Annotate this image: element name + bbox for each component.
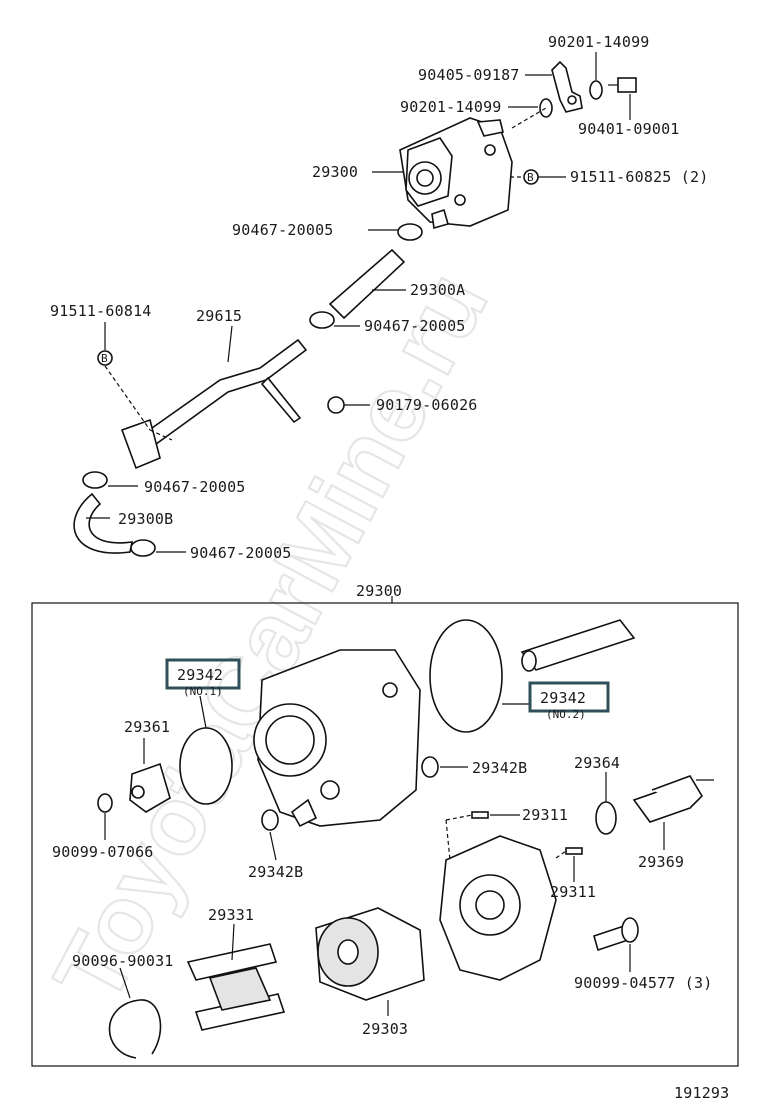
marker-b-left: B [97,350,113,366]
label-90405: 90405-09187 [418,66,520,84]
end-cover-plate [439,835,557,981]
clamp-90467-d [130,539,156,557]
label-29364: 29364 [574,754,620,772]
sensor-29369 [632,775,714,823]
marker-b-right: B [523,169,539,185]
label-90467-b: 90467-20005 [364,317,466,335]
washer-90201-top [589,80,603,100]
drive-shaft [520,619,636,672]
highlight-29342-no2[interactable] [528,681,610,713]
highlight-29342-no1[interactable] [165,658,241,690]
vanes-29331 [186,943,286,1031]
label-29300B: 29300B [118,510,173,528]
o-ring-29342B-left [261,809,279,831]
label-29342-no1-sub: (NO.1) [183,685,223,698]
label-29311-a: 29311 [522,806,568,824]
svg-text:B: B [527,171,534,184]
washer-90201-left [539,98,553,118]
snap-ring-90096 [108,999,162,1059]
label-90099-07066: 90099-07066 [52,843,154,861]
vacuum-pump-assembly [399,117,513,230]
label-90096-90031: 90096-90031 [72,952,174,970]
label-90467-d: 90467-20005 [190,544,292,562]
bolt-90401 [608,77,637,93]
label-29342-no2: 29342 [540,689,586,707]
label-29361: 29361 [124,718,170,736]
vacuum-pipe-29615 [133,338,308,454]
pipe-end-bracket [120,418,161,470]
label-29615: 29615 [196,307,242,325]
leader-lines-top [86,52,631,603]
label-29303: 29303 [362,1020,408,1038]
label-90467-a: 90467-20005 [232,221,334,239]
clamp-90467-b [309,311,335,329]
o-ring-29342-no1 [179,727,233,805]
label-91511-60814: 91511-60814 [50,302,152,320]
label-29311-b: 29311 [550,883,596,901]
detail-part-labels: 29342 (NO.1) 29342 (NO.2) 29361 90099-07… [52,666,712,1038]
label-29300A: 29300A [410,281,465,299]
o-ring-90099-07066 [97,793,113,813]
svg-text:B: B [101,352,108,365]
label-29331: 29331 [208,906,254,924]
label-90401: 90401-09001 [578,120,680,138]
label-29342B-right: 29342B [472,759,527,777]
hose-29300B [73,492,134,554]
hose-29300A [328,248,406,320]
label-90201-top: 90201-14099 [548,33,650,51]
label-29342-no1: 29342 [177,666,223,684]
clamp-90467-c [82,471,108,489]
label-90201-left: 90201-14099 [400,98,502,116]
union-fitting-90405 [551,60,583,113]
detail-frame [31,602,739,1067]
nut-90179 [327,396,345,414]
label-29342-no2-sub: (NO.2) [546,708,586,721]
leader-lines-detail [104,695,665,1016]
pin-29311-a [471,811,489,819]
pipe-bracket [260,376,302,424]
label-91511-60825: 91511-60825 (2) [570,168,708,186]
coupling-29361 [129,762,171,813]
figure-id: 191293 [674,1084,729,1102]
label-29342B-left: 29342B [248,863,303,881]
o-ring-29342-no2 [429,619,503,733]
pin-29311-b [565,847,583,855]
washer-29364 [595,801,617,835]
top-part-labels: 90201-14099 90405-09187 90201-14099 9040… [50,33,708,562]
clamp-90467-a [397,223,423,241]
label-90099-04577: 90099-04577 (3) [574,974,712,992]
rotor-29303 [315,907,425,1001]
o-ring-29342B-right [421,756,439,778]
label-29300: 29300 [312,163,358,181]
bolt-90099-04577 [593,917,639,952]
label-29369: 29369 [638,853,684,871]
pump-housing [253,649,421,828]
assembly-label: 29300 [356,582,402,600]
label-90467-c: 90467-20005 [144,478,246,496]
label-90179: 90179-06026 [376,396,478,414]
